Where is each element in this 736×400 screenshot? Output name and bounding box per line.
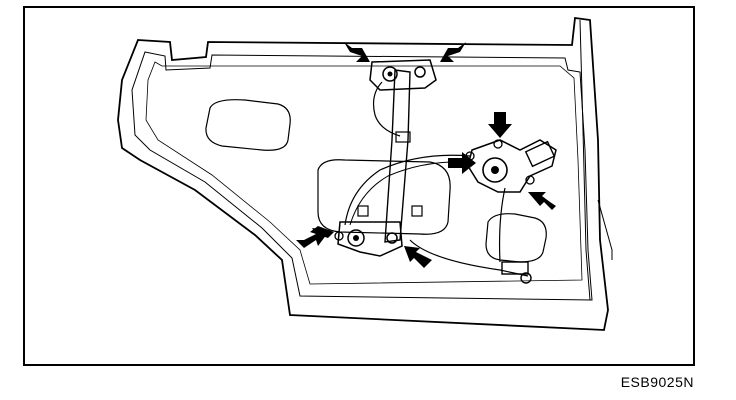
figure-border [23, 6, 695, 366]
arrow-motor-left [448, 152, 476, 174]
door-sash-right-2 [597, 199, 613, 260]
service-hole-center [317, 159, 451, 235]
service-hole-lower [485, 213, 547, 263]
door-panel-outline [117, 16, 609, 331]
arrow-motor-lower-right [528, 192, 556, 210]
arrow-upper-left [344, 42, 370, 62]
bolt-arrows [296, 42, 556, 268]
regulator-cable-left-2 [349, 161, 471, 226]
figure-code: ESB9025N [620, 374, 694, 390]
arrow-motor-top [488, 112, 512, 138]
lower-mounting-bracket [334, 205, 423, 257]
regulator-rail [384, 69, 411, 243]
regulator-cable-lower [498, 187, 506, 263]
regulator-cable-left [344, 154, 471, 226]
regulator-cable-upper [372, 81, 401, 137]
upper-mounting-bracket [369, 59, 437, 143]
arrow-lower-center [310, 226, 334, 238]
lower-cable-guide [501, 261, 532, 284]
regulator-cable-bottom [409, 239, 529, 277]
arrow-lower-right [404, 246, 432, 268]
arrow-upper-right [440, 42, 466, 62]
door-panel-inner-contour-2 [145, 61, 583, 285]
service-hole-upper [205, 99, 291, 151]
door-sash-right [579, 19, 591, 301]
window-motor-assembly [465, 139, 557, 193]
door-panel-inner-contour [131, 51, 593, 301]
